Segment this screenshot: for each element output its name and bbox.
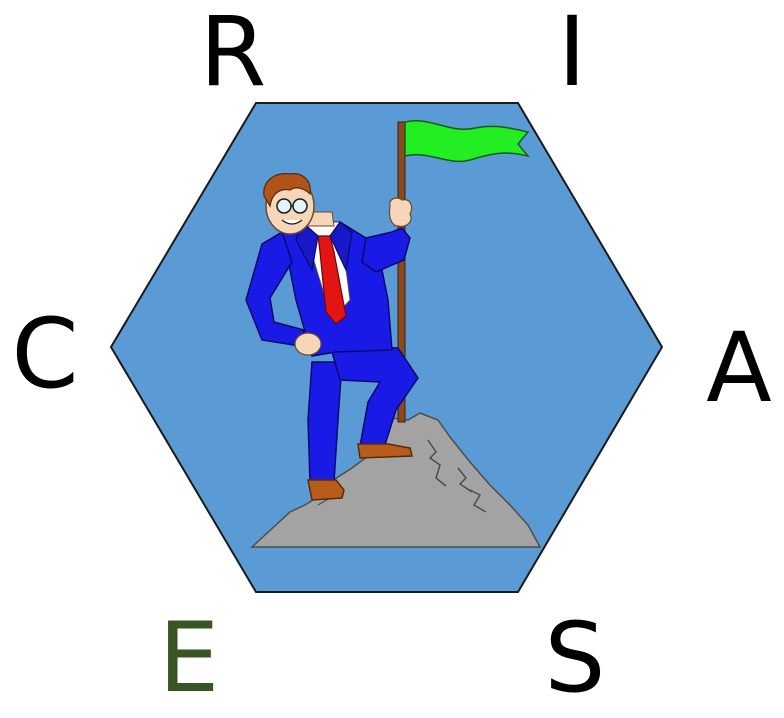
- letter-e: E: [144, 610, 234, 706]
- letter-s: S: [530, 610, 620, 706]
- letter-r: R: [188, 4, 278, 100]
- letter-i: I: [527, 4, 617, 100]
- letter-a: A: [694, 320, 784, 416]
- letter-c: C: [0, 306, 90, 402]
